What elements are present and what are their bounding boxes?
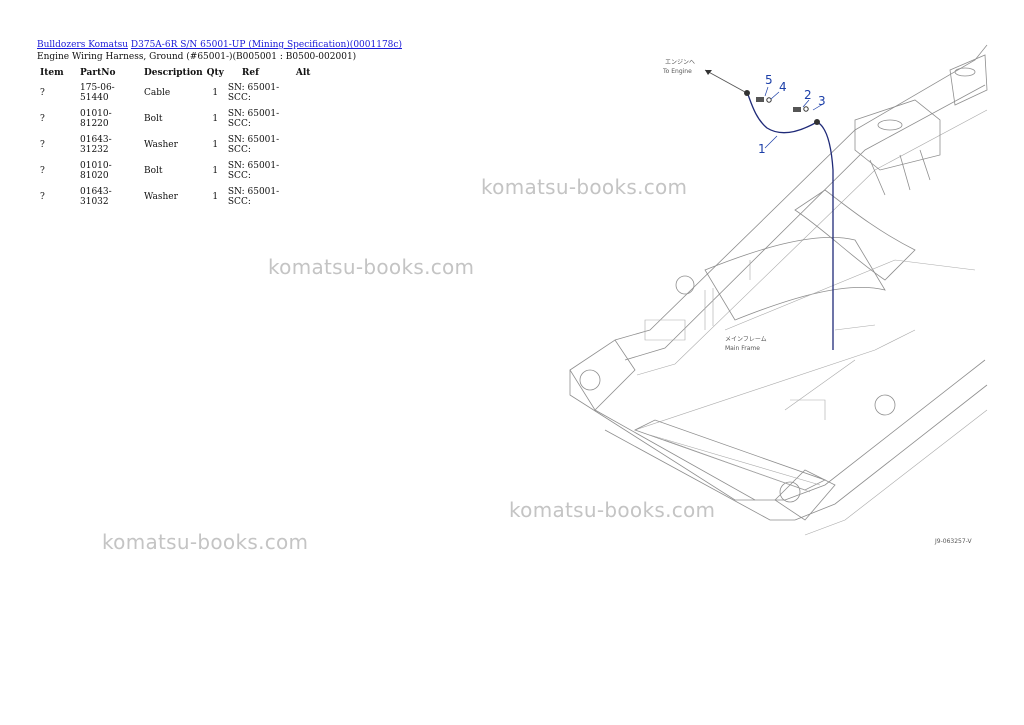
cell-qty: 1 [212, 114, 219, 124]
main-frame-label: Main Frame [725, 345, 760, 352]
callout-2: 2 [804, 88, 812, 102]
figure-code: J9-063257-V [934, 538, 972, 545]
header-partno: PartNo [80, 68, 116, 78]
cell-alt [294, 158, 318, 184]
cell-ref: SN: 65001-SCC: [227, 135, 280, 155]
cell-item: ? [40, 192, 45, 202]
cell-description: Washer [144, 140, 178, 150]
cell-ref: SN: 65001-SCC: [227, 83, 280, 103]
header-description: Description [144, 68, 203, 78]
cell-partno: 01010-81220 [80, 109, 112, 129]
header-alt: Alt [295, 68, 311, 78]
cell-description: Bolt [144, 114, 163, 124]
breadcrumb: Bulldozers Komatsu D375A-6R S/N 65001-UP… [37, 40, 402, 50]
table-header-row: Item PartNo Description Qty Ref Alt [37, 66, 318, 80]
cell-item: ? [40, 140, 45, 150]
cell-ref: SN: 65001-SCC: [227, 161, 280, 181]
cell-qty: 1 [212, 192, 219, 202]
main-frame-drawing [569, 44, 988, 536]
cell-partno: 01643-31232 [80, 135, 112, 155]
cell-item: ? [40, 88, 45, 98]
cell-partno: 01010-81020 [80, 161, 112, 181]
parts-diagram: 1 2 3 4 5 エンジンへ To Engine メインフレーム Main F… [569, 44, 988, 545]
to-engine-label: To Engine [662, 68, 692, 75]
table-row: ? 01010-81020 Bolt 1 SN: 65001-SCC: [37, 158, 318, 184]
table-row: ? 01643-31032 Washer 1 SN: 65001-SCC: [37, 184, 318, 210]
cell-qty: 1 [212, 166, 219, 176]
cell-item: ? [40, 166, 45, 176]
breadcrumb-link-model[interactable]: D375A-6R S/N 65001-UP (Mining Specificat… [130, 40, 402, 50]
bolt-washer-left [756, 97, 772, 103]
cell-alt [294, 106, 318, 132]
watermark-2: komatsu-books.com [268, 255, 475, 279]
cell-description: Bolt [144, 166, 163, 176]
cell-description: Cable [144, 88, 171, 98]
parts-table: Item PartNo Description Qty Ref Alt ? 17… [37, 66, 318, 210]
main-frame-label-jp: メインフレーム [725, 336, 767, 343]
breadcrumb-link-bulldozers[interactable]: Bulldozers Komatsu [37, 40, 129, 50]
watermark-4: komatsu-books.com [102, 530, 309, 554]
to-engine-label-jp: エンジンへ [665, 59, 695, 66]
cell-alt [294, 132, 318, 158]
cell-ref: SN: 65001-SCC: [227, 187, 280, 207]
cell-ref: SN: 65001-SCC: [227, 109, 280, 129]
table-row: ? 175-06-51440 Cable 1 SN: 65001-SCC: [37, 80, 318, 106]
cell-qty: 1 [212, 88, 219, 98]
cell-alt [294, 184, 318, 210]
page-subtitle: Engine Wiring Harness, Ground (#65001-)(… [37, 52, 357, 62]
header-item: Item [40, 68, 64, 78]
table-row: ? 01010-81220 Bolt 1 SN: 65001-SCC: [37, 106, 318, 132]
ground-cable [704, 69, 834, 350]
cell-qty: 1 [212, 140, 219, 150]
cell-partno: 175-06-51440 [80, 83, 115, 103]
watermark-1: komatsu-books.com [481, 175, 688, 199]
bolt-washer-right [793, 106, 809, 112]
callout-4: 4 [779, 80, 787, 94]
callout-5: 5 [765, 73, 773, 87]
callout-1: 1 [758, 142, 766, 156]
cell-alt [294, 80, 318, 106]
cell-description: Washer [144, 192, 178, 202]
header-qty: Qty [206, 68, 224, 78]
cell-partno: 01643-31032 [80, 187, 112, 207]
cell-item: ? [40, 114, 45, 124]
table-row: ? 01643-31232 Washer 1 SN: 65001-SCC: [37, 132, 318, 158]
header-ref: Ref [241, 68, 259, 78]
callout-3: 3 [818, 94, 826, 108]
watermark-3: komatsu-books.com [509, 498, 716, 522]
